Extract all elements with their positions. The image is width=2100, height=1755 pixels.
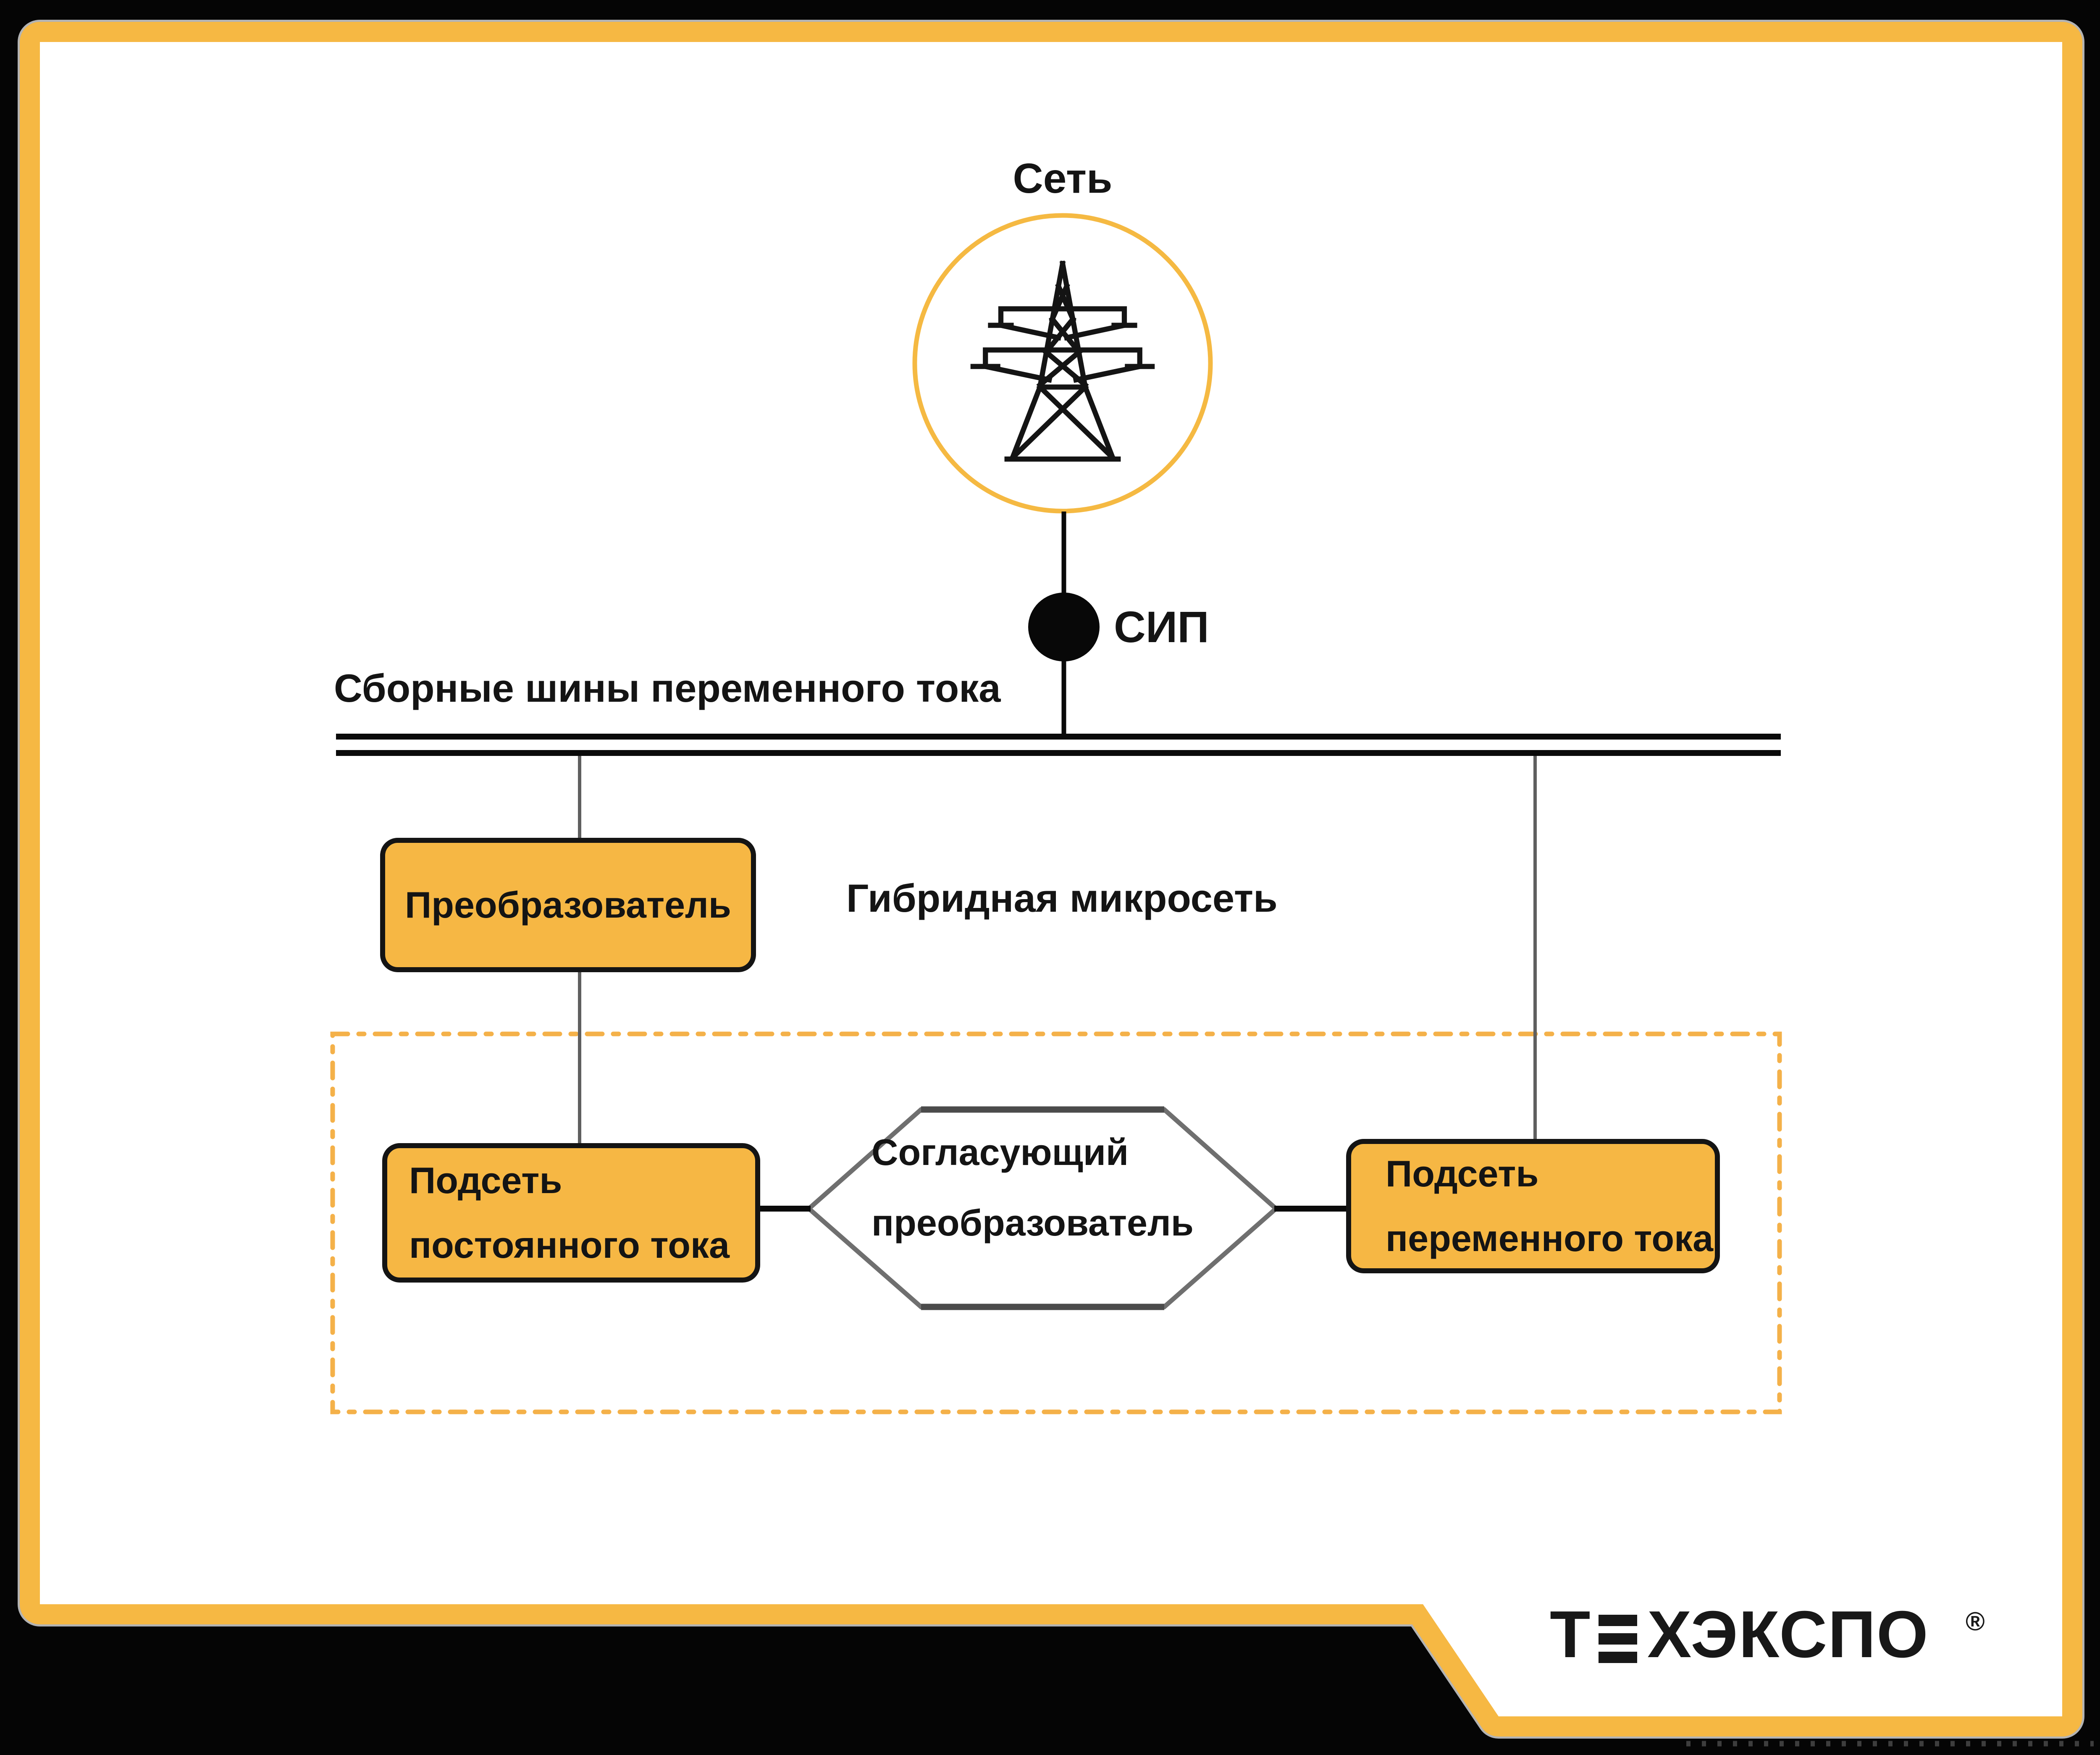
ac-subnet-label-line2: переменного тока xyxy=(1386,1217,1714,1259)
power-transmission-tower-icon xyxy=(970,260,1155,462)
logo-letter-e-bars xyxy=(1599,1615,1637,1663)
matching-converter-line2: преобразователь xyxy=(872,1202,1194,1243)
sip-label: СИП xyxy=(1114,603,1209,652)
ac-subnet-label-line1: Подсеть xyxy=(1386,1153,1539,1194)
logo-part1: Т xyxy=(1550,1598,1591,1671)
converter-box: Преобразователь xyxy=(380,838,756,972)
hybrid-microgrid-label: Гибридная микросеть xyxy=(846,876,1278,920)
techexpo-logo: Т ХЭКСПО ® xyxy=(1550,1601,2012,1673)
sip-connection-dot xyxy=(1028,593,1100,661)
dc-subnet-box: Подсеть постоянного тока xyxy=(382,1143,760,1283)
dc-subnet-label-line1: Подсеть xyxy=(409,1160,562,1201)
grid-label: Сеть xyxy=(1013,155,1113,202)
content-panel xyxy=(40,42,2062,1716)
microgrid-dashed-boundary xyxy=(330,1031,1782,1414)
matching-converter-line1: Согласующий xyxy=(872,1131,1129,1173)
logo-e-bar-middle xyxy=(1599,1633,1637,1645)
converter-box-label: Преобразователь xyxy=(404,884,732,926)
busbar-label: Сборные шины переменного тока xyxy=(334,666,1001,710)
logo-e-bar-top xyxy=(1599,1615,1637,1626)
registered-trademark-icon: ® xyxy=(1966,1607,1985,1636)
dc-subnet-label-line2: постоянного тока xyxy=(409,1224,730,1266)
logo-part2: ХЭКСПО xyxy=(1647,1598,1929,1671)
logo-e-bar-bottom xyxy=(1599,1652,1637,1663)
ac-subnet-box: Подсеть переменного тока xyxy=(1346,1139,1720,1273)
matching-converter-label: Согласующий преобразователь xyxy=(872,1117,1194,1258)
